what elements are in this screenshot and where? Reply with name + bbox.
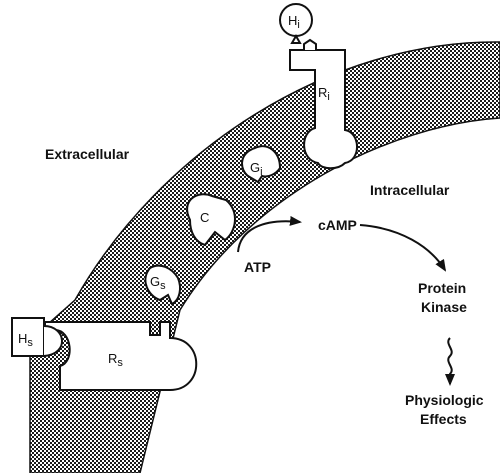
cell-membrane [29,41,500,473]
c-label: C [200,210,209,225]
effects-label: Effects [420,411,467,427]
g-protein-gi [241,145,282,184]
receptor-rs-group: Hs Rs [11,317,198,391]
rs-label: Rs [108,351,123,369]
receptor-ri [289,49,358,170]
g-protein-gs [144,264,181,306]
hi-label: Hi [288,13,300,31]
adenylyl-cyclase [186,193,236,247]
receptor-rs [44,321,198,391]
protein-label: Protein [418,280,466,296]
hs-label: Hs [18,331,33,349]
extracellular-label: Extracellular [45,146,130,162]
ri-label: Ri [318,85,330,103]
kinase-label: Kinase [421,299,467,315]
kinase-to-effects-arrow [445,337,455,386]
intracellular-label: Intracellular [370,182,450,198]
atp-label: ATP [244,259,271,275]
camp-to-kinase-arrow [359,224,447,272]
gi-label: Gi [250,160,263,178]
g-protein-gs-group: Gs [144,264,181,306]
atp-to-camp-arrow [237,215,302,253]
physiologic-label: Physiologic [405,392,484,408]
enzyme-c-group: C [186,193,236,247]
receptor-ri-group: Hi Ri [279,3,358,170]
gs-label: Gs [150,274,166,292]
g-protein-gi-group: Gi [241,145,282,184]
camp-label: cAMP [318,217,357,233]
